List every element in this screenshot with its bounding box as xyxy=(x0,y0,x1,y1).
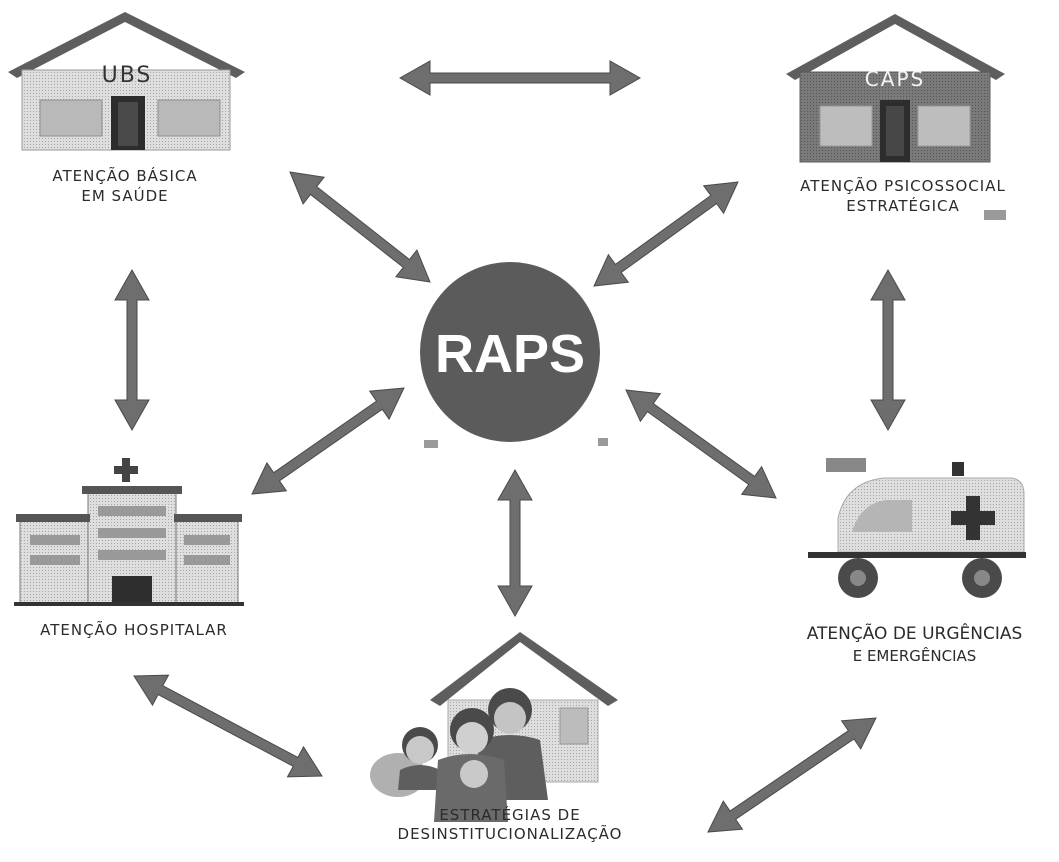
hospital-label: ATENÇÃO HOSPITALAR xyxy=(0,620,268,640)
hospital-label-line1: ATENÇÃO HOSPITALAR xyxy=(40,621,228,639)
arrow-raps-hospital xyxy=(251,387,405,495)
arrow-raps-desinst xyxy=(497,468,533,618)
ubs-label-line1: ATENÇÃO BÁSICA xyxy=(52,167,198,185)
raps-label: RAPS xyxy=(435,324,585,384)
raps-circle xyxy=(420,262,600,442)
raps-center: RAPS xyxy=(420,262,600,442)
caps-label-line1: ATENÇÃO PSICOSSOCIAL xyxy=(800,177,1006,195)
caps-label: ATENÇÃO PSICOSSOCIAL ESTRATÉGICA xyxy=(758,176,1048,217)
arrow-caps-raps xyxy=(593,181,739,287)
urgencias-label-line1: ATENÇÃO DE URGÊNCIAS xyxy=(806,624,1023,644)
connector-arrows xyxy=(114,60,906,833)
arrow-ubs-raps xyxy=(289,171,431,283)
caps-label-line2: ESTRATÉGICA xyxy=(846,197,960,216)
ubs-building-icon: UBS xyxy=(8,12,245,151)
urgencias-label-line2: E EMERGÊNCIAS xyxy=(852,646,977,665)
desinst-label-line1: ESTRATÉGIAS DE xyxy=(439,806,581,824)
arrow-caps-urgencias xyxy=(870,268,906,432)
desinst-label: ESTRATÉGIAS DE DESINSTITUCIONALIZAÇÃO xyxy=(360,806,660,844)
ubs-label: ATENÇÃO BÁSICA EM SAÚDE xyxy=(0,166,250,207)
arrow-urgencias-desinst xyxy=(707,717,877,833)
desinst-label-line2: DESINSTITUCIONALIZAÇÃO xyxy=(397,824,623,843)
caps-sign: CAPS xyxy=(865,67,925,91)
arrow-ubs-caps xyxy=(398,60,642,96)
arrow-raps-urgencias xyxy=(625,389,777,499)
ambulance-icon xyxy=(808,458,1026,598)
ubs-label-line2: EM SAÚDE xyxy=(81,187,169,206)
caps-building-icon: CAPS xyxy=(786,14,1005,163)
arrow-hospital-desinst xyxy=(133,674,323,778)
speck-mark xyxy=(598,438,608,446)
hospital-icon xyxy=(14,458,244,606)
ubs-sign: UBS xyxy=(102,63,153,88)
people-group-icon xyxy=(370,688,548,822)
arrow-ubs-hospital xyxy=(114,268,150,432)
speck-mark xyxy=(424,440,438,448)
speck-mark xyxy=(984,210,1006,220)
urgencias-label: ATENÇÃO DE URGÊNCIAS E EMERGÊNCIAS xyxy=(770,623,1059,666)
